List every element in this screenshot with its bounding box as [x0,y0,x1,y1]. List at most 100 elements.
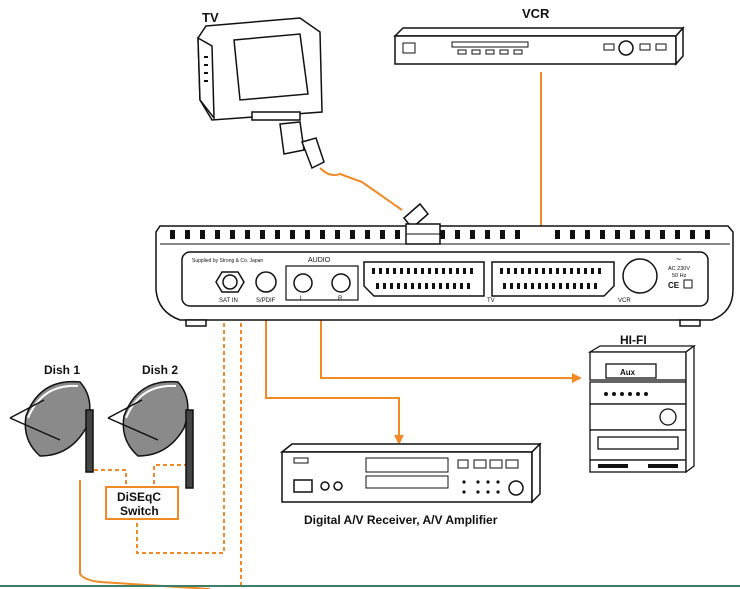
vcr-knob [618,40,634,56]
audio-box [285,265,359,301]
tv-scart-plug [279,121,305,155]
pin [446,283,449,289]
pin [559,283,562,289]
pin [421,268,424,274]
vent-slot [365,230,370,239]
vcr-button [457,49,467,55]
pin [372,268,375,274]
vent-slot [690,230,695,239]
av-tray [365,475,449,489]
vcr-button [485,49,495,55]
tv-vent [204,64,208,66]
hifi-button [612,392,616,396]
audio-right-jack [331,273,351,293]
hifi-label: HI-FI [620,333,647,347]
vcr-side [675,26,684,66]
dish-2-pole [185,409,194,489]
pin [545,283,548,289]
arrow-to-receiver [394,435,404,445]
tv-label: TV [202,10,219,25]
pin [407,268,410,274]
hifi-foot-grille [648,464,678,468]
vcr-button [499,49,509,55]
vent-slot [290,230,295,239]
av-small-button [496,490,500,494]
vent-slot [570,230,575,239]
vent-slot [500,230,505,239]
dish1-lnb-cable [94,469,127,487]
pin [456,268,459,274]
pin [467,283,470,289]
pin [428,268,431,274]
av-side [531,442,541,504]
audio-label: AUDIO [308,257,331,264]
scart-plug [402,202,441,245]
dish-1-arm [9,417,61,441]
dish2-label: Dish 2 [142,363,178,377]
power-symbol: ~ [676,254,681,264]
vcr-scart-pins [500,268,601,289]
vcr-control [639,43,651,51]
dish-2-reflector [122,380,189,457]
dish-1-reflector [24,380,91,457]
vent-slot [485,230,490,239]
dish-1-pole [85,409,94,473]
pin [400,268,403,274]
vent-slot [335,230,340,239]
hifi-button [644,392,648,396]
av-logo [293,457,309,464]
hifi-buttons [598,392,678,468]
receiver-foot-left [185,319,207,327]
av-button [473,459,487,469]
av-top [279,443,542,453]
pin [538,283,541,289]
hifi-system [587,344,696,474]
pin [442,268,445,274]
pin [439,283,442,289]
spdif-label: S/PDIF [256,298,276,304]
vent-slot [215,230,220,239]
tv-scart-port [363,261,485,297]
pin [563,268,566,274]
hifi-aux-label: Aux [620,368,636,377]
vent-slot [645,230,650,239]
hifi-button [604,392,608,396]
hifi-button [636,392,640,396]
vent-slot [600,230,605,239]
vcr [393,26,685,66]
av-power-button [293,479,313,493]
pin [393,268,396,274]
pin [503,283,506,289]
tv-screen [233,33,309,101]
audio-right-label: R [338,296,343,302]
av-small-buttons [462,480,500,494]
vent-slot [705,230,710,239]
arrow-to-hifi [572,373,582,383]
vent-slot [615,230,620,239]
av-volume-knob [508,480,524,496]
pin [528,268,531,274]
supplied-by-text: Supplied by Strong & Co. Japan [192,258,263,264]
vcr-cassette-slot [451,41,529,48]
vent-slot [675,230,680,239]
pin [517,283,520,289]
tv-stand [251,111,301,121]
tv-scart-cable [319,167,403,211]
receiver-label: Digital A/V Receiver, A/V Amplifier [304,513,498,527]
av-button [457,459,469,469]
vent-slot [555,230,560,239]
tv-vent [204,80,208,82]
pin [591,268,594,274]
dish-1 [9,380,94,473]
vent-slot [585,230,590,239]
double-insulation-icon [683,279,693,289]
vcr-scart-port [491,261,615,297]
hifi-button [628,392,632,396]
pin [432,283,435,289]
vent-slots [170,230,710,239]
dish1-return-cable [79,480,211,589]
tv-vent [204,72,208,74]
pin [566,283,569,289]
vcr-left-port [402,42,416,54]
